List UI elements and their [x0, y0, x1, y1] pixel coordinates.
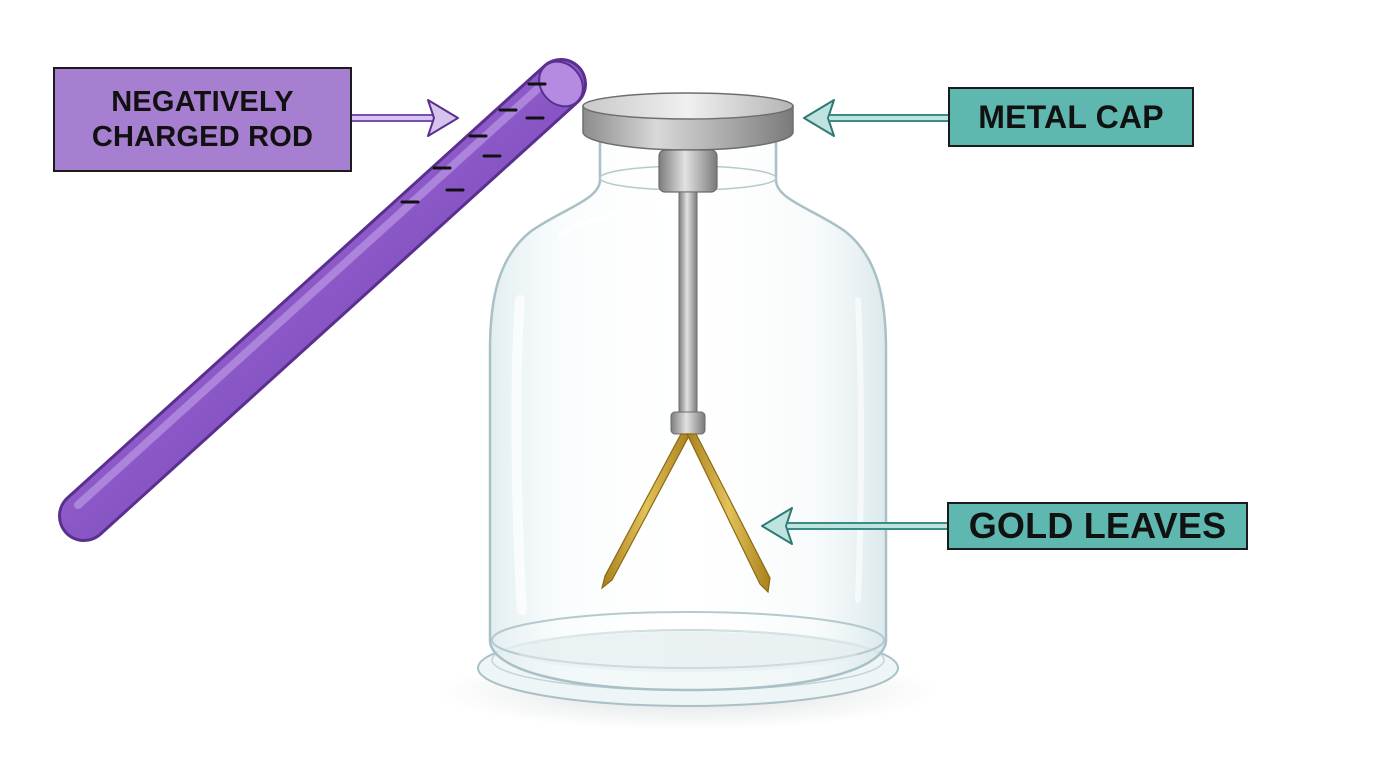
leaves-arrow	[761, 507, 947, 545]
cap-arrow	[803, 99, 948, 137]
label-metal-cap: METAL CAP	[948, 87, 1194, 147]
cap-label-text: METAL CAP	[978, 98, 1164, 135]
rod-label-line2: CHARGED ROD	[91, 120, 314, 153]
rod-label-line1: NEGATIVELY	[111, 86, 294, 119]
label-negatively-charged-rod: NEGATIVELY CHARGED ROD	[53, 67, 352, 172]
leaves-label-text: GOLD LEAVES	[968, 505, 1227, 546]
negative-charges	[400, 82, 547, 204]
rod-arrow	[352, 99, 459, 137]
label-gold-leaves: GOLD LEAVES	[947, 502, 1248, 550]
metal-stem	[658, 149, 718, 435]
charged-rod	[58, 58, 587, 542]
metal-cap	[582, 92, 794, 151]
gold-leaves	[600, 433, 771, 594]
